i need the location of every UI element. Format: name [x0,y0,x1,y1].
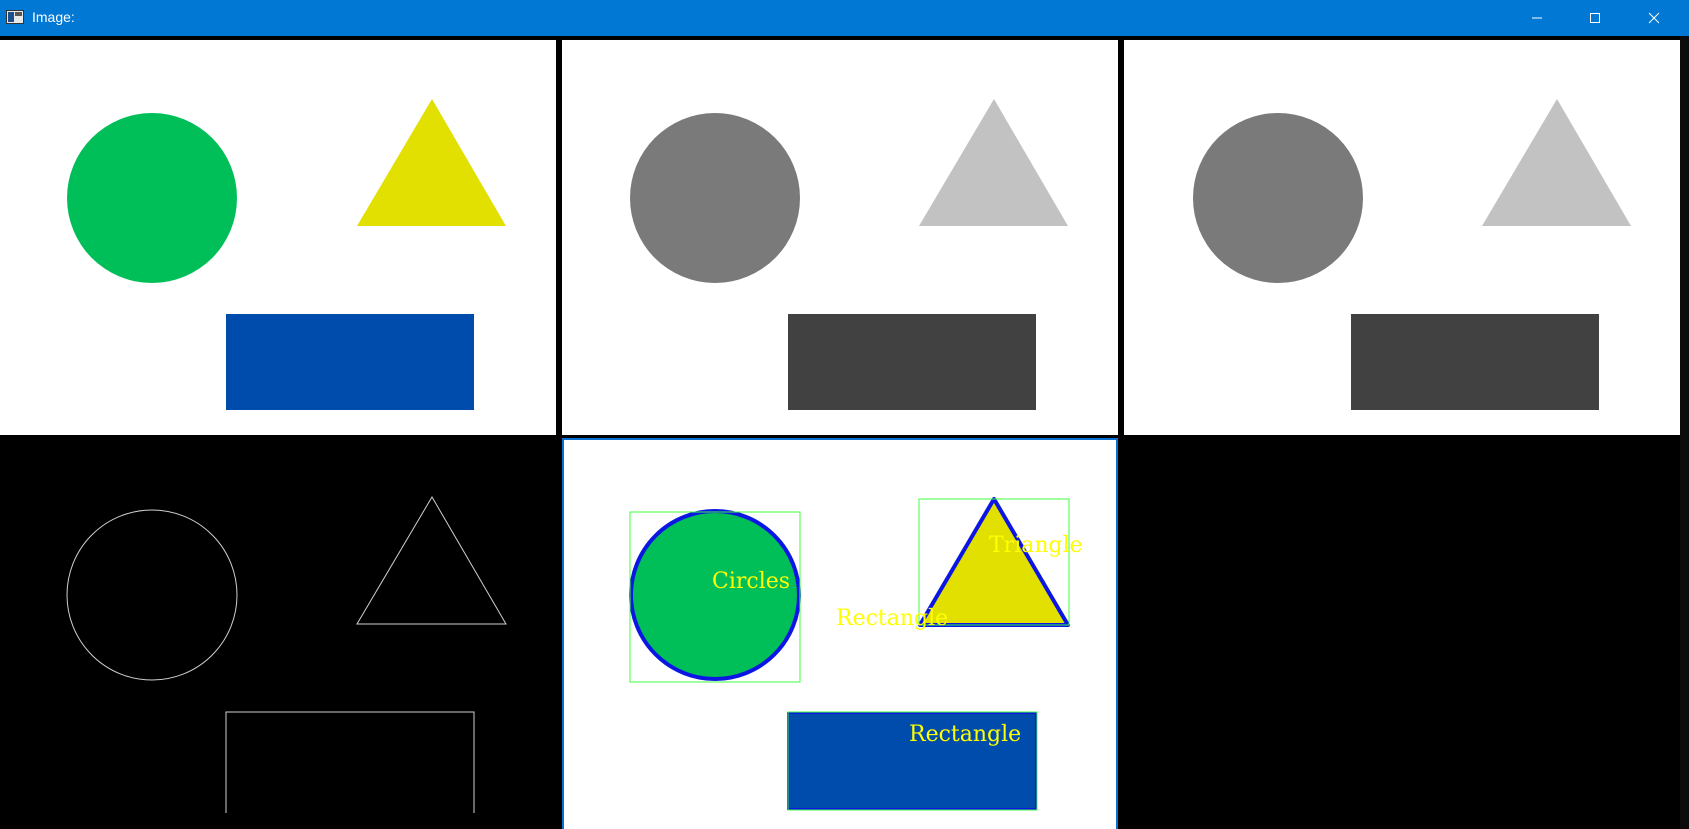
close-icon [1648,12,1660,24]
rectangle-shape [788,314,1036,410]
triangle-shape [357,99,506,226]
circle-contour [629,509,801,681]
circle-bounding-box [629,511,801,683]
triangle-bounding-box [918,498,1070,626]
shape-detection-result: Circles Triangle Rectangle Rectangle [562,438,1118,829]
circle-shape [630,113,800,283]
app-window-icon [6,10,24,24]
circle-shape [67,113,237,283]
minimize-icon [1531,12,1543,24]
empty-black-panel [1124,438,1681,829]
rectangle-shape [226,314,474,410]
circle-shape [631,511,799,679]
window-titlebar: Image: [0,0,1689,36]
triangle-shape [919,99,1068,226]
maximize-button[interactable] [1566,0,1624,36]
rectangle-edge [225,711,475,813]
image-canvas: Circles Triangle Rectangle Rectangle [0,36,1689,829]
triangle-shape [920,499,1068,625]
window-right-edge [1680,36,1689,829]
circle-label: Circles [712,569,790,594]
triangle-edge [356,496,507,625]
circle-shape [1193,113,1363,283]
close-button[interactable] [1625,0,1683,36]
minimize-button[interactable] [1508,0,1566,36]
triangle-shape [1482,99,1631,226]
rectangle-bounding-box [787,711,1038,811]
triangle-label: Triangle [989,533,1083,558]
grayscale-image-copy [1124,40,1681,435]
floating-rectangle-label: Rectangle [836,606,948,631]
rectangle-label: Rectangle [909,722,1021,747]
circle-edge [66,509,238,681]
original-color-image [0,40,556,435]
rectangle-shape [1351,314,1599,410]
grayscale-image [562,40,1118,435]
window-title: Image: [32,9,75,25]
maximize-icon [1589,12,1601,24]
rectangle-shape [787,712,1037,810]
edge-detection-image [0,438,556,829]
